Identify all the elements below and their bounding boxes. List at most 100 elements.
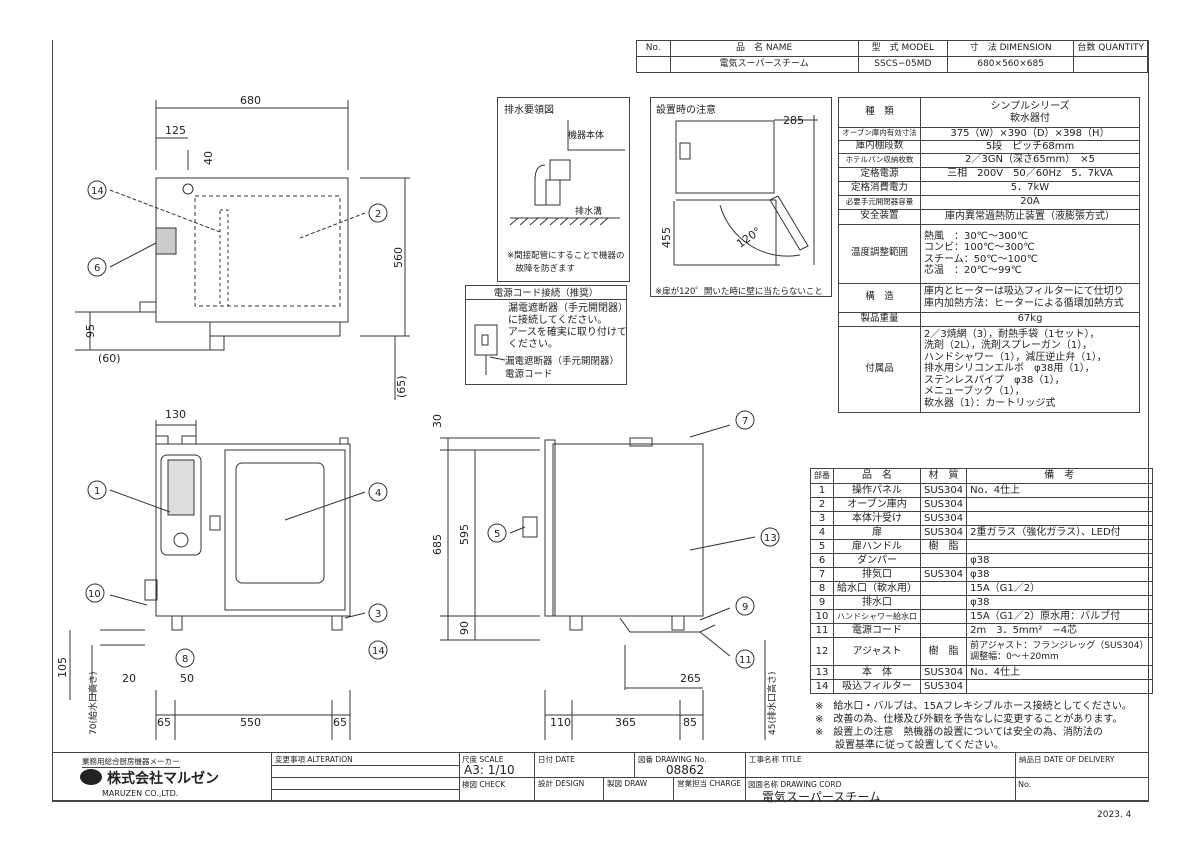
power-title: 電源コード接続（推奨） [465, 285, 627, 300]
svg-text:6: 6 [94, 263, 100, 274]
dim-side-90: 90 [458, 621, 471, 635]
logo-mark [80, 769, 102, 785]
callout-14-front: 14 [368, 640, 388, 660]
callout-4: 4 [368, 482, 388, 502]
dim-top-95: 95 [84, 324, 97, 338]
company-name-en: MARUZEN CO.,LTD. [102, 789, 179, 798]
install-sketch [673, 115, 818, 266]
maker-tagline: 業務用総合厨房機器メーカー [82, 757, 180, 768]
callout-5: 5 [487, 523, 507, 543]
dim-side-45: 45(排水口高さ) [766, 672, 778, 735]
drawing-no: 08862 [666, 763, 705, 777]
dim-side-110: 110 [550, 716, 571, 729]
dim-side-265: 265 [680, 672, 701, 685]
spec-row: 種 類シンプルシリーズ 軟水器付 [838, 97, 1140, 128]
dim-top-560: 560 [392, 247, 405, 268]
dim-front-65a: 65 [157, 716, 171, 729]
issue-date: 2023. 4 [1097, 810, 1132, 820]
dim-front-50: 50 [180, 672, 194, 685]
drain-ditch-label: 排水溝 [575, 207, 603, 217]
scale-label: 尺度 SCALE [462, 755, 504, 764]
power-label-breaker: 漏電遮断器（手元開閉器） [505, 356, 620, 367]
company-name: 株式会社マルゼン [107, 771, 219, 787]
svg-text:9: 9 [742, 602, 748, 613]
dim-install-285: 285 [783, 114, 804, 127]
callout-6: 6 [87, 257, 107, 277]
svg-text:11: 11 [739, 655, 752, 666]
drawing-name: 電気スーパースチーム [762, 790, 881, 804]
front-view [69, 420, 366, 740]
note-line: ※ 改善の為、仕様及び外観を予告なしに変更することがあります。 [815, 714, 1123, 725]
dim-side-365: 365 [615, 716, 636, 729]
svg-text:3: 3 [375, 609, 381, 620]
svg-text:4: 4 [375, 488, 381, 499]
drawing-no-label: 図番 DRAWING No. [634, 753, 710, 777]
callout-13: 13 [760, 527, 780, 547]
alteration-cell: 変更事項 ALTERATION [272, 753, 460, 801]
svg-text:14: 14 [372, 646, 385, 657]
dim-front-105: 105 [56, 657, 69, 678]
title-block: 業務用総合厨房機器メーカー 株式会社マルゼン MARUZEN CO.,LTD. … [52, 752, 1149, 804]
product-dimension: 680×560×685 [946, 56, 1075, 73]
dim-top-40: 40 [202, 151, 215, 165]
dim-front-130: 130 [165, 408, 186, 421]
power-sketch [474, 324, 506, 375]
top-view [75, 100, 410, 400]
side-view [440, 424, 766, 740]
note-line: 設置基準に従って設置してください。 [815, 740, 1004, 751]
spec-label: 温度調整範囲 [838, 223, 921, 284]
note-line: ※ 給水口・バルブは、15Aフレキシブルホース接続としてください。 [815, 701, 1132, 712]
power-cord-box [465, 285, 627, 385]
dim-side-685: 685 [431, 534, 444, 555]
notes: ※ 給水口・バルブは、15Aフレキシブルホース接続としてください。 ※ 改善の為… [815, 700, 1132, 752]
parts-remarks: 2m 3．5mm² −4芯 [966, 623, 1153, 638]
callout-1: 1 [87, 480, 107, 500]
callout-11: 11 [735, 649, 755, 669]
dim-install-angle: 120° [734, 225, 763, 251]
charge-label: 営業担当 CHARGE [673, 777, 744, 801]
parts-name: 吸込フィルター [833, 679, 921, 694]
svg-text:2: 2 [375, 209, 381, 220]
spec-value: 2／3焼網（3），耐熱手袋（1セット）， 洗剤（2L），洗剤スプレーガン（1），… [920, 325, 1140, 413]
svg-text:5: 5 [494, 529, 500, 540]
callout-14-top: 14 [87, 180, 107, 200]
scale-value: A3: 1/10 [464, 763, 515, 777]
svg-text:13: 13 [764, 533, 777, 544]
dim-front-65b: 65 [333, 716, 347, 729]
parts-material: 樹 脂 [919, 637, 968, 666]
design-label: 設計 DESIGN [534, 777, 587, 801]
drain-title: 排水要領図 [504, 105, 554, 116]
dim-front-70: 70(給水口高さ) [87, 672, 99, 735]
alteration-label: 変更事項 ALTERATION [275, 755, 353, 764]
drain-note: ※間接配管にすることで機器の 故障を防ぎます [507, 251, 625, 274]
svg-text:14: 14 [91, 186, 104, 197]
parts-material: SUS304 [919, 679, 968, 694]
callout-9: 9 [735, 596, 755, 616]
dim-install-455: 455 [660, 227, 673, 248]
dimension-labels: 680 125 40 560 95 (60) (65) 130 105 70(給… [56, 94, 804, 735]
spec-row: 温度調整範囲熱風 ：30℃〜300℃ コンビ：100℃〜300℃ スチーム：50… [838, 223, 1140, 284]
draw-label: 製図 DRAW [603, 777, 650, 801]
product-name: 電気スーパースチーム [669, 56, 859, 73]
callout-10: 10 [85, 583, 105, 603]
dim-side-595: 595 [458, 524, 471, 545]
callouts: 14 2 6 1 4 10 3 8 14 7 5 13 9 11 [85, 180, 780, 669]
dim-front-550: 550 [240, 716, 261, 729]
spec-value: 庫内とヒーターは吸込フィルターにて仕切り 庫内加熱方法：ヒーターによる循環加熱方… [920, 282, 1140, 313]
dim-top-60: (60) [98, 352, 121, 365]
company-logo: 業務用総合厨房機器メーカー 株式会社マルゼン MARUZEN CO.,LTD. [52, 753, 272, 801]
power-label-cord: 電源コード [505, 369, 553, 380]
dim-side-85: 85 [683, 716, 697, 729]
check-label: 検図 CHECK [462, 780, 506, 789]
svg-text:7: 7 [742, 416, 748, 427]
